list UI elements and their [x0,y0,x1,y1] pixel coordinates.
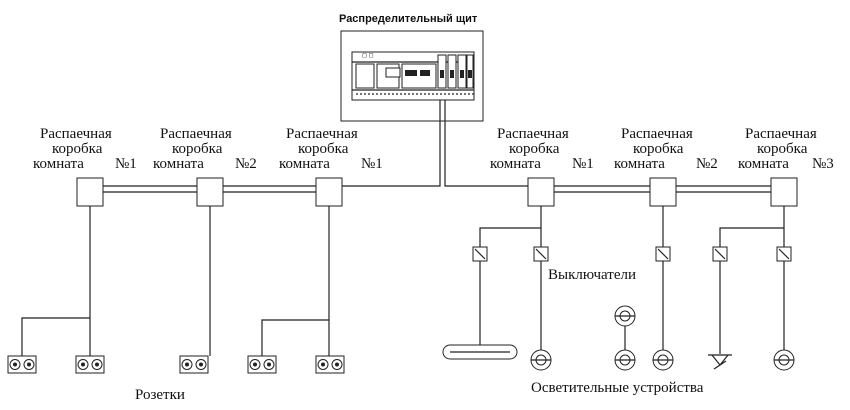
svg-text:комната: комната [279,156,330,172]
ceiling-light-5 [773,349,795,371]
junction-box-label-4: Распаечная коробка комната №1 [490,126,594,172]
switch-3 [655,246,671,262]
svg-text:№2: №2 [235,156,257,172]
svg-text:коробка: коробка [633,141,684,157]
svg-text:Распаечная: Распаечная [160,126,232,142]
svg-text:комната: комната [614,156,665,172]
ceiling-light-3 [614,349,636,371]
svg-text:№2: №2 [696,156,718,172]
svg-text:Распаечная: Распаечная [286,126,358,142]
ceiling-light-2 [614,305,636,350]
junction-box-2 [196,177,224,207]
svg-text:коробка: коробка [509,141,560,157]
socket-3 [179,355,209,374]
svg-text:комната: комната [33,156,84,172]
svg-text:комната: комната [738,156,789,172]
junction-box-label-5: Распаечная коробка комната №2 [614,126,718,172]
svg-text:коробка: коробка [757,141,808,157]
svg-text:коробка: коробка [52,141,103,157]
svg-text:комната: комната [490,156,541,172]
sockets-label: Розетки [135,387,185,403]
fluorescent-lamp [442,344,518,360]
junction-box-3 [315,177,343,207]
svg-text:Распаечная: Распаечная [621,126,693,142]
ceiling-light-4 [652,349,674,371]
svg-text:Распаечная: Распаечная [40,126,112,142]
panel-title: Распределительный щит [339,13,478,25]
junction-box-4 [527,177,555,207]
junction-box-label-1: Распаечная коробка комната №1 [33,126,137,172]
junction-box-label-6: Распаечная коробка комната №3 [738,126,834,172]
svg-text:комната: комната [153,156,204,172]
socket-1 [7,355,37,374]
distribution-panel: ◻ ◻ [340,30,484,122]
svg-text:Распаечная: Распаечная [745,126,817,142]
svg-text:№1: №1 [361,156,383,172]
svg-text:◻ ◻: ◻ ◻ [362,53,374,59]
switch-1 [472,246,488,262]
svg-text:№3: №3 [812,156,834,172]
junction-box-5 [649,177,677,207]
svg-text:коробка: коробка [298,141,349,157]
switches-label: Выключатели [548,267,636,283]
socket-2 [75,355,105,374]
junction-box-label-2: Распаечная коробка комната №2 [153,126,257,172]
junction-box-6 [770,177,798,207]
svg-text:№1: №1 [115,156,137,172]
svg-text:№1: №1 [572,156,594,172]
wall-lamp [708,354,732,370]
switch-4 [712,246,728,262]
svg-text:коробка: коробка [172,141,223,157]
switch-5 [776,246,792,262]
socket-5 [315,355,345,374]
junction-box-label-3: Распаечная коробка комната №1 [279,126,383,172]
svg-text:Распаечная: Распаечная [497,126,569,142]
socket-4 [247,355,277,374]
lighting-label: Осветительные устройства [531,380,704,396]
ceiling-light-1 [530,349,552,371]
junction-box-1 [76,177,104,207]
switch-2 [533,246,549,262]
